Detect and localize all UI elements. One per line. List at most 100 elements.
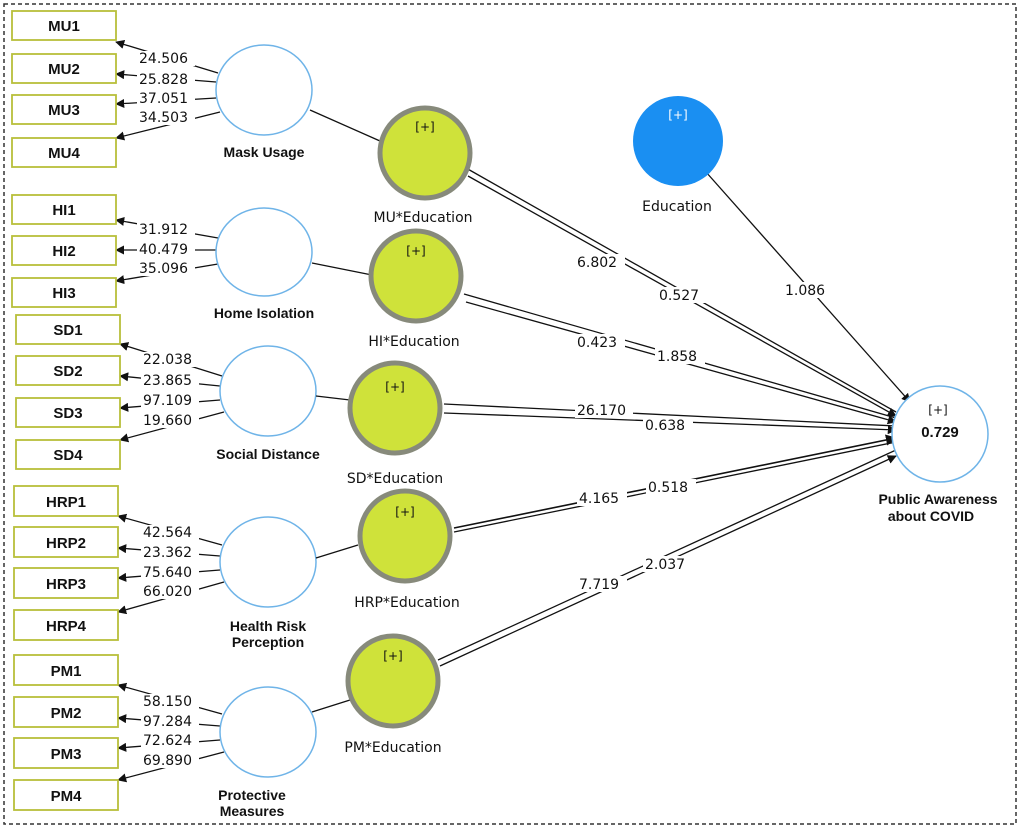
indicator-label: HI1 — [52, 202, 75, 219]
path-coefficient: 0.638 — [645, 418, 685, 434]
moderator-label: SD*Education — [347, 471, 443, 487]
loading-value: 23.362 — [143, 545, 192, 561]
loading-value: 66.020 — [143, 584, 192, 600]
moderator-circle — [368, 228, 464, 324]
loading-value: 24.506 — [139, 51, 188, 67]
path-coefficient: 0.423 — [577, 335, 617, 351]
loading-value: 34.503 — [139, 110, 188, 126]
construct-moderator-link — [311, 262, 373, 276]
path-coefficient: 1.858 — [657, 349, 697, 365]
indicator-box — [11, 277, 117, 308]
path-coefficient: 6.802 — [577, 255, 617, 271]
loading-label-bg — [137, 91, 195, 106]
construct-health-risk-perception — [219, 516, 317, 608]
outcome-circle — [891, 385, 989, 483]
construct-label: Social Distance — [216, 446, 320, 462]
indicator-box — [15, 355, 121, 386]
moderator-hrp: [+] HRP*Education — [354, 488, 460, 611]
construct-mask-usage — [215, 44, 313, 136]
construct-moderator-link — [309, 109, 381, 142]
construct-health-risk-perception-block: HRP1 HRP2 HRP3 HRP4 42.564 23.362 75.640… — [13, 485, 317, 650]
indicator-box — [11, 235, 117, 266]
indicator-box — [15, 439, 121, 470]
indicator-label: HRP3 — [46, 576, 86, 593]
outcome-label: Public Awareness — [878, 491, 997, 507]
moderator-circle — [347, 360, 443, 456]
loading-label-bg — [137, 51, 195, 66]
construct-label: Mask Usage — [224, 144, 305, 160]
indicator-label: MU3 — [48, 102, 80, 119]
coef-bg — [577, 490, 627, 506]
education-label: Education — [642, 199, 712, 215]
indicator-box — [11, 53, 117, 84]
indicator-label: SD3 — [53, 405, 82, 422]
diagram-frame — [3, 3, 1017, 825]
outcome-label: about COVID — [888, 508, 974, 524]
loading-label-bg — [141, 545, 199, 560]
moderator-hi: [+] HI*Education — [368, 228, 464, 350]
loading-label-bg — [141, 393, 199, 408]
education-node: [+] Education — [633, 96, 723, 215]
loading-label-bg — [141, 565, 199, 580]
indicator-box — [13, 654, 119, 686]
indicator-label: PM1 — [51, 663, 82, 680]
construct-home-isolation — [215, 207, 313, 297]
loading-label-bg — [137, 242, 195, 257]
expand-marker: [+] — [668, 108, 687, 122]
indicator-label: HRP2 — [46, 535, 86, 552]
indicator-box — [13, 779, 119, 811]
loading-value: 40.479 — [139, 242, 188, 258]
indicator-label: MU1 — [48, 18, 80, 35]
indicator-box — [13, 609, 119, 641]
expand-marker: [+] — [406, 244, 425, 258]
indicator-label: PM4 — [51, 788, 83, 805]
path-coefficients: 6.802 0.527 0.423 1.858 26.170 0.638 4.1… — [575, 254, 833, 593]
indicator-box — [13, 485, 119, 517]
indicator-box — [13, 526, 119, 558]
loading-value: 23.865 — [143, 373, 192, 389]
education-circle — [633, 96, 723, 186]
coef-bg — [643, 417, 693, 433]
indicator-box — [11, 194, 117, 225]
loading-value: 75.640 — [143, 565, 192, 581]
path-line — [443, 403, 897, 427]
expand-marker: [+] — [415, 120, 434, 134]
coef-bg — [646, 479, 696, 495]
loading-value: 19.660 — [143, 413, 192, 429]
path-coefficient: 4.165 — [579, 491, 619, 507]
moderator-label: PM*Education — [344, 740, 441, 756]
indicator-label: HI2 — [52, 243, 75, 260]
indicator-label: MU4 — [48, 145, 80, 162]
moderator-label: MU*Education — [373, 210, 472, 226]
loading-value: 72.624 — [143, 733, 192, 749]
indicator-label: HRP4 — [46, 618, 87, 635]
indicator-label: HRP1 — [46, 494, 86, 511]
loading-label-bg — [137, 261, 195, 276]
loading-label-bg — [137, 222, 195, 237]
indicator-label: SD1 — [53, 322, 82, 339]
indicator-box — [11, 137, 117, 168]
moderator-circle — [357, 488, 453, 584]
indicator-label: SD4 — [53, 447, 83, 464]
indicator-box — [15, 314, 121, 345]
expand-marker: [+] — [383, 649, 402, 663]
path-coefficient: 1.086 — [785, 283, 825, 299]
loading-label-bg — [141, 714, 199, 729]
coef-bg — [577, 576, 627, 592]
outcome-node: [+] 0.729 Public Awareness about COVID — [878, 385, 998, 524]
indicator-box — [13, 567, 119, 599]
loading-value: 58.150 — [143, 694, 192, 710]
construct-protective-measures — [219, 686, 317, 778]
coef-bg — [655, 348, 705, 364]
r-squared-value: 0.729 — [921, 424, 959, 441]
construct-moderator-link — [315, 544, 359, 559]
construct-protective-measures-block: PM1 PM2 PM3 PM4 58.150 97.284 72.624 69.… — [13, 654, 317, 819]
indicator-label: PM2 — [51, 705, 82, 722]
loading-label-bg — [137, 110, 195, 125]
indicator-box — [15, 397, 121, 428]
coef-bg — [575, 254, 625, 270]
indicator-label: PM3 — [51, 746, 82, 763]
loading-label-bg — [141, 525, 199, 540]
construct-moderator-link — [315, 395, 351, 401]
loading-value: 97.109 — [143, 393, 192, 409]
